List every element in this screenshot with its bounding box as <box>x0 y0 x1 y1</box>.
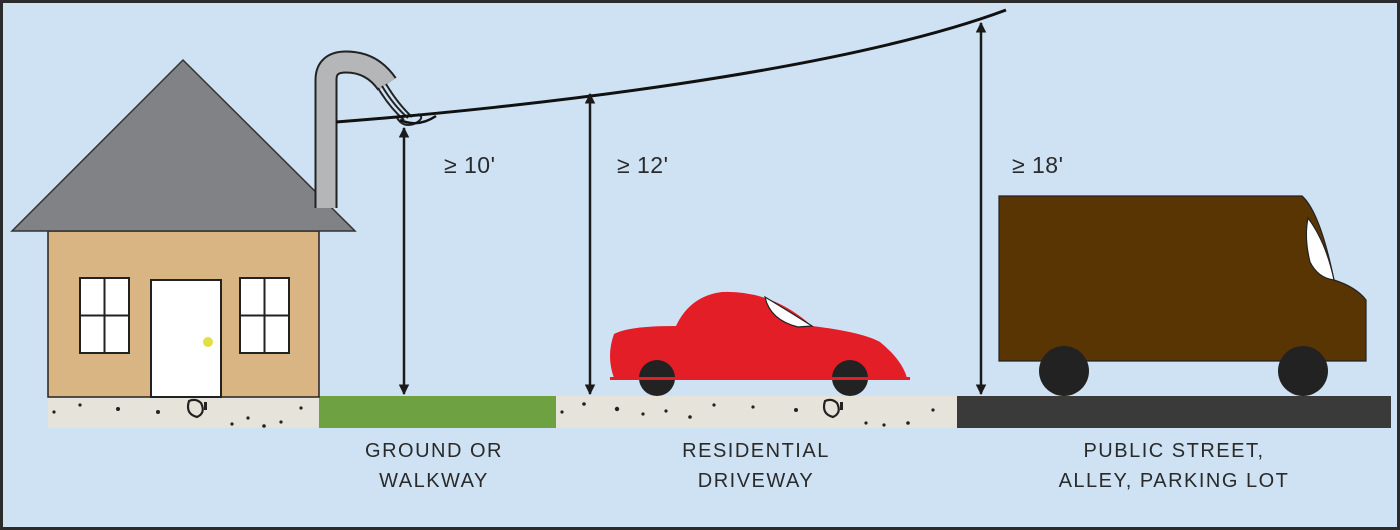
gravel-specks <box>52 402 935 428</box>
pebble-tick <box>840 402 843 410</box>
asphalt-strip <box>957 396 1391 428</box>
caption-street: PUBLIC STREET, ALLEY, PARKING LOT <box>1034 436 1314 496</box>
service-drop-wire <box>335 8 1007 124</box>
caption-ground-line2: WALKWAY <box>379 470 489 492</box>
pebble-tick <box>204 402 207 410</box>
clearance-label-ground: ≥ 10' <box>444 152 496 178</box>
caption-street-line1: PUBLIC STREET, <box>1083 440 1265 462</box>
caption-driveway-line1: RESIDENTIAL <box>682 440 830 462</box>
car <box>610 291 910 396</box>
caption-street-line2: ALLEY, PARKING LOT <box>1058 470 1290 492</box>
clearance-label-driveway: ≥ 12' <box>617 152 669 178</box>
truck <box>998 195 1367 396</box>
truck-body <box>998 195 1367 362</box>
truck-wheel-front <box>1278 346 1328 396</box>
wire-drip-loop <box>399 114 437 125</box>
concrete-strip-driveway <box>556 396 958 428</box>
doorknob <box>203 337 213 347</box>
caption-ground-line1: GROUND OR <box>365 440 503 462</box>
clearance-label-street: ≥ 18' <box>1012 152 1064 178</box>
caption-driveway: RESIDENTIAL DRIVEWAY <box>656 436 856 496</box>
caption-driveway-line2: DRIVEWAY <box>697 470 815 492</box>
caption-ground: GROUND OR WALKWAY <box>334 436 534 496</box>
pebble <box>186 398 204 419</box>
window-right <box>239 277 290 354</box>
car-body <box>610 291 907 378</box>
window-left <box>79 277 130 354</box>
house-roof <box>10 58 357 232</box>
car-windshield <box>764 295 814 328</box>
pebble <box>822 398 840 419</box>
concrete-strip-house <box>48 396 320 428</box>
truck-windshield <box>1305 216 1335 281</box>
truck-wheel-rear <box>1039 346 1089 396</box>
house <box>10 58 357 398</box>
grass-strip <box>319 396 556 428</box>
